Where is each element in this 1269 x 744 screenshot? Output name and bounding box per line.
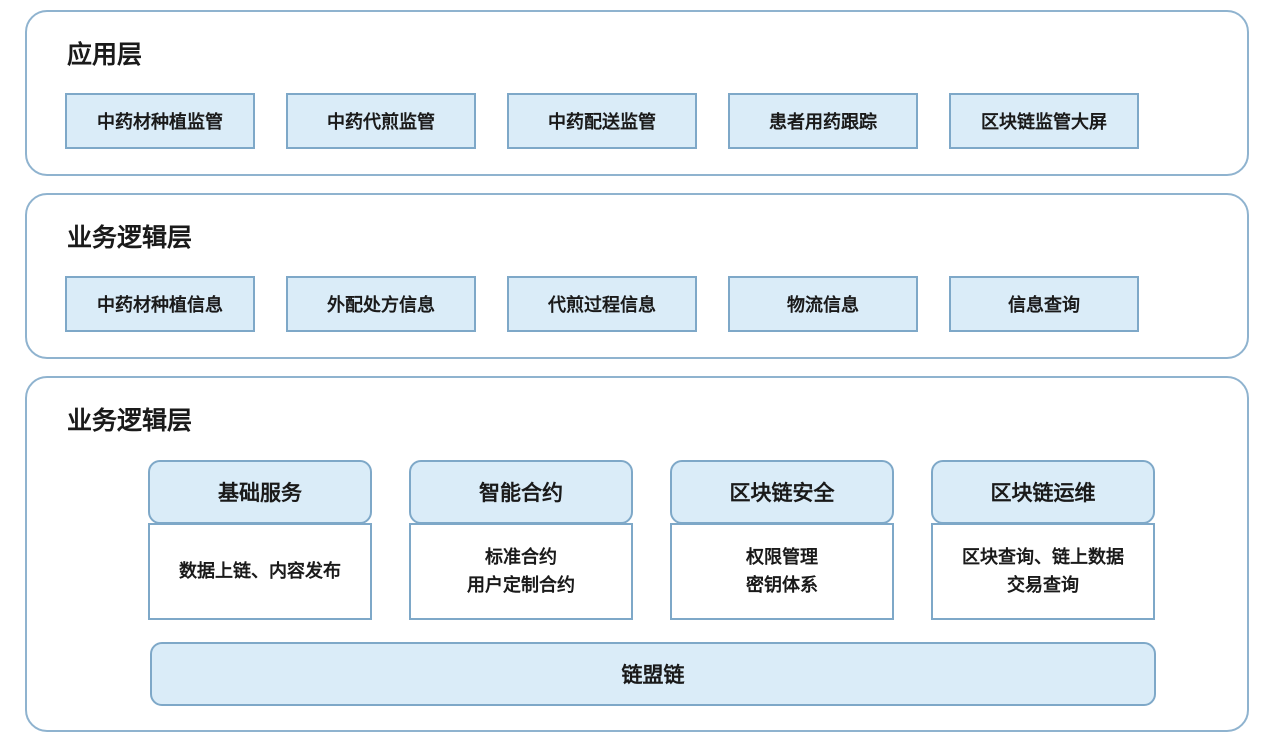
blockchain-service-layer: 业务逻辑层 基础服务 数据上链、内容发布 智能合约 标准合约 用户定制合约 区块… [25, 376, 1249, 732]
logic-item-logistics-info: 物流信息 [728, 276, 918, 332]
service-ops-header: 区块链运维 [931, 460, 1155, 524]
service-smart-contract-header: 智能合约 [409, 460, 633, 524]
consortium-chain-bar: 链盟链 [150, 642, 1156, 706]
business-logic-layer: 业务逻辑层 中药材种植信息 外配处方信息 代煎过程信息 物流信息 信息查询 [25, 193, 1249, 359]
logic-item-info-query: 信息查询 [949, 276, 1139, 332]
service-security-body: 权限管理 密钥体系 [670, 523, 894, 620]
logic-item-herb-planting-info: 中药材种植信息 [65, 276, 255, 332]
layer-title: 业务逻辑层 [67, 406, 193, 435]
service-basic-header: 基础服务 [148, 460, 372, 524]
service-ops-body: 区块查询、链上数据 交易查询 [931, 523, 1155, 620]
layer-title: 业务逻辑层 [67, 223, 193, 252]
service-basic-line: 数据上链、内容发布 [179, 560, 341, 582]
application-layer: 应用层 中药材种植监管 中药代煎监管 中药配送监管 患者用药跟踪 区块链监管大屏 [25, 10, 1249, 176]
logic-item-decoction-process-info: 代煎过程信息 [507, 276, 697, 332]
logic-item-prescription-info: 外配处方信息 [286, 276, 476, 332]
app-item-blockchain-dashboard: 区块链监管大屏 [949, 93, 1139, 149]
service-security-line: 权限管理 [746, 546, 818, 568]
service-smart-contract-line: 标准合约 [485, 546, 557, 568]
service-ops-line: 区块查询、链上数据 [962, 546, 1124, 568]
app-item-herb-planting-supervision: 中药材种植监管 [65, 93, 255, 149]
app-item-decoction-supervision: 中药代煎监管 [286, 93, 476, 149]
service-smart-contract-body: 标准合约 用户定制合约 [409, 523, 633, 620]
service-security-header: 区块链安全 [670, 460, 894, 524]
service-ops-line: 交易查询 [1007, 574, 1079, 596]
service-smart-contract-line: 用户定制合约 [467, 574, 575, 596]
app-item-patient-medication-tracking: 患者用药跟踪 [728, 93, 918, 149]
service-security-line: 密钥体系 [746, 574, 818, 596]
service-basic-body: 数据上链、内容发布 [148, 523, 372, 620]
layer-title: 应用层 [67, 40, 143, 69]
app-item-delivery-supervision: 中药配送监管 [507, 93, 697, 149]
